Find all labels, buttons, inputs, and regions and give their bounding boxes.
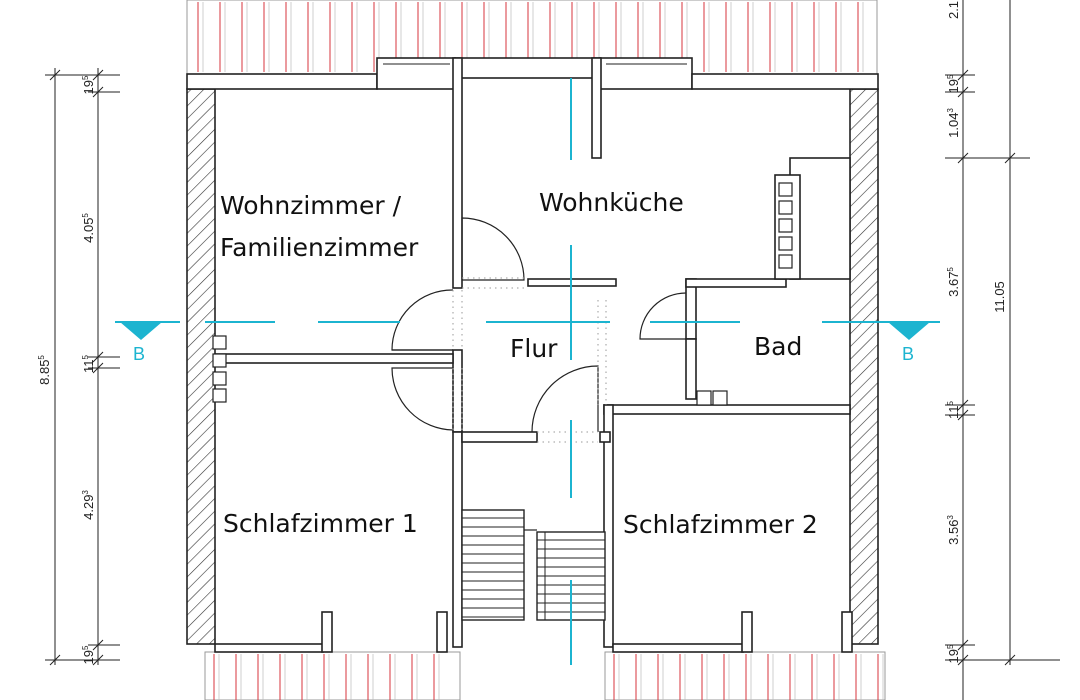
room-label-wohnzimmer-2: Familienzimmer bbox=[220, 233, 419, 262]
chimney-block bbox=[778, 182, 793, 197]
door-openings bbox=[452, 277, 607, 443]
section-label-left: B bbox=[133, 344, 145, 364]
staircase bbox=[461, 509, 606, 621]
dim-left-mid-wall: 115 bbox=[81, 354, 96, 373]
room-label-schlafzimmer2: Schlafzimmer 2 bbox=[623, 510, 818, 539]
dimension-chain-left bbox=[45, 68, 120, 666]
dim-left-bottom-wall: 195 bbox=[81, 645, 96, 664]
dim-right-top-partial: 2.1 bbox=[946, 1, 961, 19]
room-label-flur: Flur bbox=[510, 334, 558, 363]
dim-left-upper-room: 4.055 bbox=[81, 213, 96, 243]
outer-wall-left bbox=[186, 88, 216, 645]
dim-left-total: 8.855 bbox=[37, 355, 52, 385]
chimney-block bbox=[778, 254, 793, 269]
wall-blocks-bath bbox=[696, 390, 728, 406]
outer-wall-right bbox=[849, 88, 879, 645]
dim-right-segment-b: 3.675 bbox=[946, 267, 961, 297]
roof-bottom-right bbox=[604, 651, 886, 700]
room-label-wohnzimmer-1: Wohnzimmer / bbox=[220, 191, 402, 220]
dim-right-segment-a: 1.043 bbox=[946, 108, 961, 138]
chimney-block bbox=[778, 218, 793, 233]
section-triangle-left bbox=[120, 322, 162, 340]
dim-right-top-wall: 195 bbox=[946, 74, 961, 93]
wall-blocks-left bbox=[212, 335, 227, 403]
dim-right-total: 11.05 bbox=[992, 281, 1007, 313]
dim-right-segment-c: 3.563 bbox=[946, 515, 961, 545]
door-bad bbox=[639, 292, 687, 340]
door-treppe bbox=[531, 365, 599, 433]
room-label-wohnkueche: Wohnküche bbox=[539, 188, 684, 217]
room-label-bad: Bad bbox=[754, 332, 802, 361]
chimney-blocks bbox=[778, 182, 793, 269]
door-schlafzimmer1 bbox=[391, 367, 454, 431]
section-triangle-right bbox=[888, 322, 930, 340]
roof-bottom-left bbox=[204, 651, 461, 700]
chimney-block bbox=[778, 236, 793, 251]
dim-left-top-wall: 195 bbox=[81, 75, 96, 94]
dim-right-bottom-wall: 195 bbox=[946, 644, 961, 663]
chimney-block bbox=[778, 200, 793, 215]
top-wall bbox=[186, 57, 879, 90]
dim-left-lower-room: 4.293 bbox=[81, 490, 96, 520]
door-wohnzimmer bbox=[391, 289, 454, 351]
section-label-right: B bbox=[902, 344, 914, 364]
room-label-schlafzimmer1: Schlafzimmer 1 bbox=[223, 509, 418, 538]
door-kueche bbox=[461, 217, 525, 281]
dim-right-mid-wall: 115 bbox=[946, 400, 961, 419]
dimension-chain-right bbox=[945, 0, 1060, 700]
section-line bbox=[115, 78, 940, 665]
